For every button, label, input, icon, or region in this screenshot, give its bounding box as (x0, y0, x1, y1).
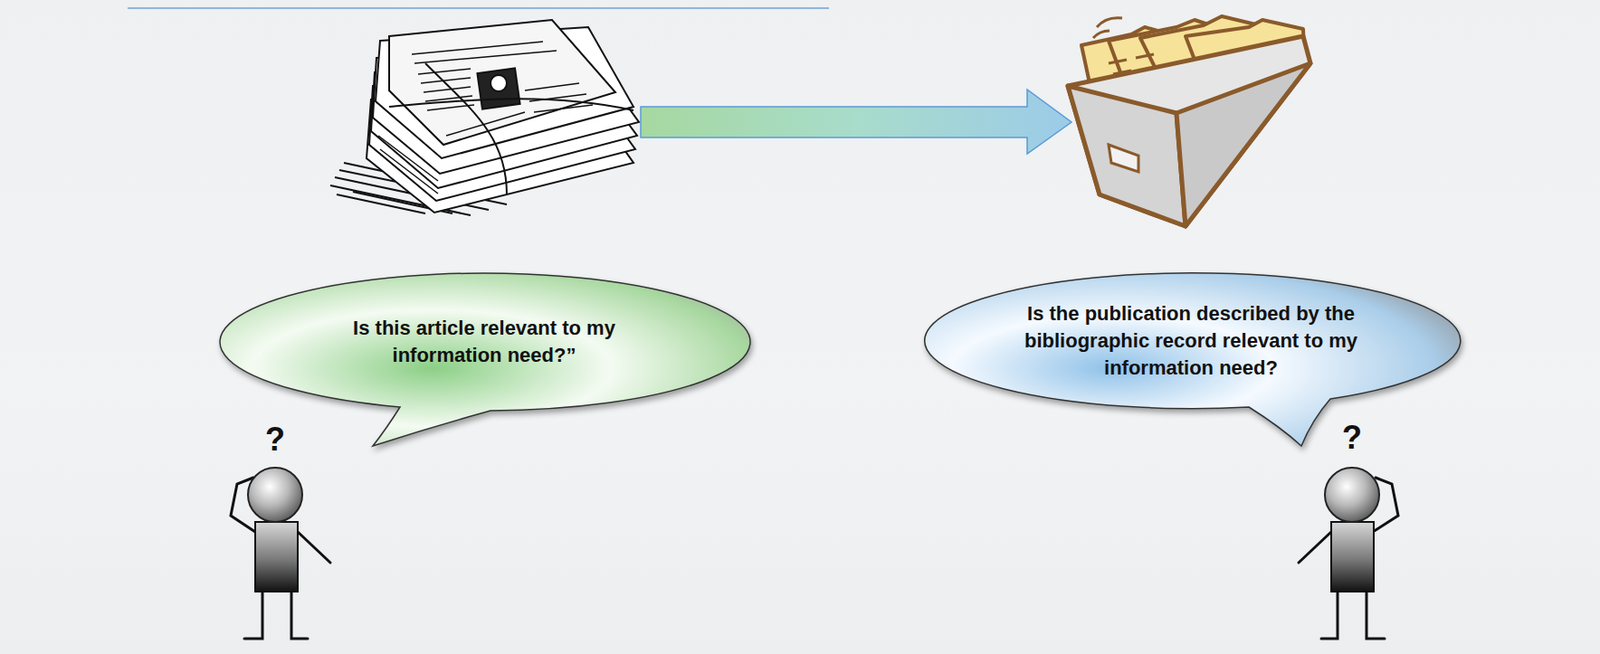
newspaper-stack-part-part (524, 83, 580, 91)
stick-figure-part (1331, 522, 1374, 592)
card-catalog-part-part (1093, 30, 1110, 39)
stick-figure (230, 467, 331, 639)
bubble-text: Is the publication described by the bibl… (1009, 300, 1372, 382)
card-catalog-part (1067, 85, 1186, 227)
newspaper-stack (330, 19, 639, 216)
card-catalog-part-part (1108, 59, 1127, 64)
speech-bubble: Is this article relevant to my informati… (219, 273, 750, 411)
flow-arrow (640, 89, 1072, 154)
newspaper-stack-part-part (418, 68, 471, 75)
bubble-shape (219, 273, 751, 447)
newspaper-stack-part-part (423, 86, 471, 93)
bubble-shape (924, 273, 1461, 447)
newspaper-stack-part (389, 98, 634, 111)
newspaper-stack-part-part (446, 112, 525, 136)
newspaper-stack-part (378, 41, 593, 194)
card-catalog-part (1108, 144, 1139, 172)
stick-figure-part (1324, 467, 1380, 523)
speech-bubble: Is the publication described by the bibl… (923, 273, 1459, 410)
newspaper-stack-part-part (533, 104, 593, 113)
top-rule (127, 7, 829, 10)
card-catalog-part (1176, 63, 1311, 227)
stick-figure-part-part (297, 532, 331, 563)
card-catalog (1067, 16, 1311, 227)
newspaper-stack-part-part (380, 149, 439, 194)
newspaper-stack-part (425, 63, 507, 195)
newspaper-stack-part (476, 67, 520, 109)
stick-figure (1298, 467, 1399, 639)
newspaper-stack-part-part (378, 135, 439, 181)
stick-figure-part-part (1366, 591, 1385, 639)
bubble-outline (219, 273, 750, 411)
newspaper-stack-part-part (414, 50, 557, 64)
newspaper-stack-part-part (336, 194, 426, 214)
card-catalog-part-part (1096, 18, 1123, 28)
stick-figure-part-part (1298, 532, 1332, 563)
bubble-text: Is this article relevant to my informati… (316, 314, 652, 370)
newspaper-stack-part (389, 19, 616, 145)
stick-figure-part-part (291, 591, 308, 639)
newspaper-stack-part (490, 75, 507, 92)
card-catalog-part (1067, 36, 1311, 227)
card-catalog-part-part (1135, 54, 1154, 58)
question-mark: ? (1342, 421, 1362, 455)
card-catalog-part (1093, 18, 1154, 75)
stick-figure-part (255, 522, 298, 592)
stick-figure-part-part (1321, 591, 1338, 639)
question-mark: ? (265, 423, 286, 457)
stick-figure-part (247, 467, 303, 523)
newspaper-stack-part-part (411, 41, 543, 55)
stick-figure-part-part (244, 591, 263, 639)
